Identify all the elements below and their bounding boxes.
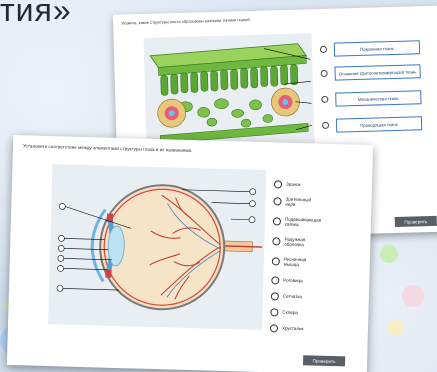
tissue-option-radio[interactable]: [321, 70, 328, 77]
eye-option-label: Роговица: [283, 278, 302, 284]
tissue-option-label: Покровная ткань: [334, 40, 420, 56]
eye-option-radio[interactable]: [272, 238, 280, 246]
tissue-option-radio[interactable]: [320, 46, 327, 53]
bokeh-decoration: [402, 285, 424, 307]
leaf-cross-section-image: [144, 33, 315, 150]
tissue-option-radio[interactable]: [322, 122, 329, 129]
eye-option-radio[interactable]: [273, 198, 281, 206]
tissue-option-label: Основная (фотосинтезирующая) ткань: [334, 64, 420, 80]
eye-check-button[interactable]: Проверить: [303, 355, 345, 366]
eye-option-8[interactable]: Склера: [270, 308, 298, 317]
eye-option-5[interactable]: Ресничная мышца: [272, 256, 310, 267]
eye-option-label: Хрусталик: [282, 326, 304, 332]
eye-option-label: Подвешивающая связка: [285, 217, 321, 228]
bokeh-decoration: [388, 320, 404, 336]
eye-option-7[interactable]: Сетчатка: [271, 292, 302, 301]
leaf-cross-section-drawing: [144, 33, 315, 150]
eye-option-radio[interactable]: [272, 257, 280, 265]
leaf-check-button[interactable]: Проверить: [395, 216, 437, 227]
eye-option-radio[interactable]: [271, 292, 279, 300]
eye-option-radio[interactable]: [273, 218, 281, 226]
tissue-option-radio[interactable]: [321, 96, 328, 103]
eye-option-label: Сетчатка: [283, 294, 302, 300]
eye-option-label: Зрачок: [286, 182, 301, 188]
eye-task-card: Установите соответствие между элементами…: [7, 135, 373, 372]
eye-option-radio[interactable]: [274, 180, 282, 188]
page-heading: тия»: [0, 0, 72, 29]
eye-diagram-image: [48, 164, 266, 330]
eye-option-9[interactable]: Хрусталик: [270, 324, 304, 333]
bokeh-decoration: [380, 245, 398, 263]
leaf-task-prompt: Укажите, какие структуры листа образован…: [121, 17, 251, 26]
eye-option-radio[interactable]: [270, 324, 278, 332]
eye-option-3[interactable]: Подвешивающая связка: [273, 216, 317, 228]
tissue-option-label: Проводящая ткань: [336, 116, 422, 132]
eye-option-label: Ресничная мышца: [284, 257, 310, 268]
eye-option-1[interactable]: Зрачок: [274, 180, 301, 189]
eye-diagram-drawing: [48, 164, 266, 330]
eye-option-label: Зрительный нерв: [285, 197, 311, 208]
eye-option-6[interactable]: Роговица: [271, 276, 303, 285]
eye-option-radio[interactable]: [271, 276, 279, 284]
eye-option-label: Склера: [282, 310, 298, 316]
eye-option-radio[interactable]: [270, 308, 278, 316]
eye-option-4[interactable]: Радужная оболочка: [272, 236, 310, 247]
eye-option-label: Радужная оболочка: [284, 237, 310, 248]
eye-task-prompt: Установите соответствие между элементами…: [23, 143, 193, 153]
eye-option-2[interactable]: Зрительный нерв: [273, 196, 311, 207]
tissue-option-label: Механическая ткань: [335, 90, 421, 106]
